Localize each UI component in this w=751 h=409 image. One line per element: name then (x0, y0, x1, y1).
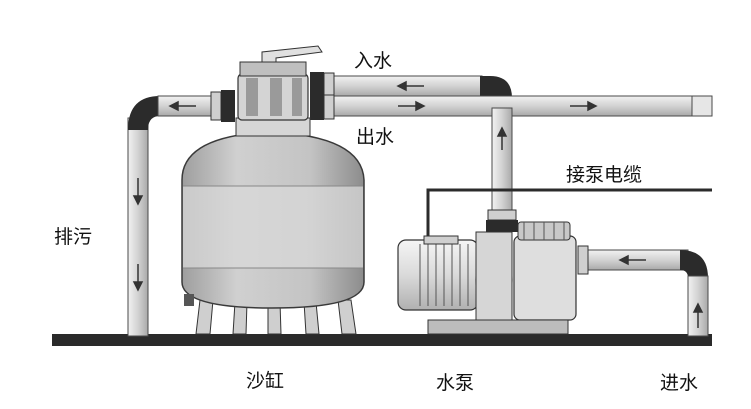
label-drain: 排污 (54, 226, 93, 248)
multiport-valve (237, 45, 323, 121)
label-water-pump: 水泵 (436, 372, 475, 394)
pump-inlet-pipe (577, 245, 709, 337)
flow-arrow-outlet-right-2 (570, 100, 598, 112)
label-inlet-water: 入水 (354, 50, 393, 72)
flow-arrow-pump-up (496, 126, 508, 150)
flow-arrow-inlet-up (692, 302, 704, 328)
flow-arrow-drain-down-2 (132, 264, 144, 292)
pump-cable (426, 188, 712, 238)
label-water-in: 进水 (660, 372, 699, 394)
ground-base (52, 334, 712, 346)
flow-arrow-outlet-right-1 (398, 100, 426, 112)
sand-filter-tank (181, 117, 365, 335)
water-pump (397, 221, 577, 335)
flow-arrows (132, 80, 704, 328)
outlet-pipe (310, 94, 713, 120)
pump-discharge-pipe (486, 107, 518, 232)
label-outlet-water: 出水 (356, 126, 395, 148)
label-sand-tank: 沙缸 (246, 370, 285, 392)
drain-pipe (127, 96, 160, 337)
flow-arrow-inlet-left (396, 80, 424, 92)
flow-arrow-inlet-pump-left (618, 254, 646, 266)
flow-arrow-drain-down-1 (132, 178, 144, 206)
flow-arrow-drain-left (168, 100, 196, 112)
label-pump-cable: 接泵电缆 (566, 164, 643, 186)
